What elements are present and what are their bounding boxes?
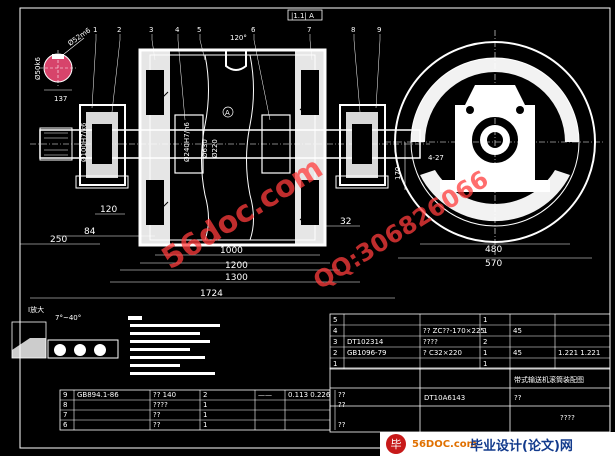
callout-8: 8 <box>351 26 355 34</box>
callout-leaders <box>91 34 381 121</box>
dim-570: 570 <box>485 259 502 269</box>
bom-right-cell: ?? ZC??-170×225 <box>423 327 485 335</box>
dim-1724: 1724 <box>200 289 223 299</box>
shaft-section-view <box>40 37 85 91</box>
bom-left-cell: 1 <box>203 401 207 409</box>
datum-a: A <box>225 109 230 117</box>
title-code: DT10A6143 <box>424 394 465 402</box>
callout-4: 4 <box>175 26 180 34</box>
dim-250: 250 <box>50 235 67 245</box>
dim-120: 120 <box>100 205 117 215</box>
bom-right-cell: 2 <box>333 349 337 357</box>
technical-notes <box>128 316 220 375</box>
bom-left-cell: ?? <box>338 421 346 429</box>
detail-angle: 7°~40° <box>55 314 81 322</box>
shaft-dia: Ø220 <box>211 139 219 158</box>
bom-right-cell: 3 <box>333 338 337 346</box>
footer-banner: 毕 56DOC.com 毕业设计(论文)网 <box>380 432 615 456</box>
bom-left-cell: 1 <box>203 411 207 419</box>
bom-left-cell: ?? <box>338 401 346 409</box>
detail-label: I放大 <box>28 305 44 314</box>
drum-side-view <box>385 30 605 259</box>
callout-3: 3 <box>149 26 153 34</box>
dim-1300: 1300 <box>225 273 248 283</box>
callout-2: 2 <box>117 26 121 34</box>
callout-7: 7 <box>307 26 311 34</box>
bom-left-cell: ?? <box>153 411 161 419</box>
footer-site: 56DOC.com <box>412 438 478 450</box>
bom-left-cell: 9 <box>63 391 67 399</box>
fit-label-2: Ø240H7/h6 <box>183 122 191 162</box>
detail-view <box>11 321 119 359</box>
bom-left-cell: 1 <box>203 421 207 429</box>
shaft-dia-2: Ø630 <box>201 139 209 158</box>
dim-84: 84 <box>84 227 96 237</box>
datum-a-marker <box>222 106 234 118</box>
callout-5: 5 <box>197 26 201 34</box>
dim-137: 137 <box>54 95 67 103</box>
drum-front-view <box>30 48 430 247</box>
bom-right-cell: 1 <box>483 316 487 324</box>
bom-right-cell: DT102314 <box>347 338 384 346</box>
bom-left-cell: —— <box>258 391 272 399</box>
bom-right-cell: 1 <box>483 349 487 357</box>
bom-left-table: 9 GB894.1-86 ?? 140 2 —— 0.113 0.226?? 8???? 1?… <box>59 389 346 431</box>
bom-left-cell: ?? 140 <box>153 391 176 399</box>
bom-right-cell: 2 <box>483 338 487 346</box>
dim-480: 480 <box>485 245 502 255</box>
bom-right-cell: ? C32×220 <box>423 349 462 357</box>
fit-label-1: Ø100H7/k6 <box>80 122 88 162</box>
footer-brand: 毕业设计(论文)网 <box>470 438 573 454</box>
bom-right-cell: 1 <box>333 360 337 368</box>
bom-right-cell: 45 <box>513 349 522 357</box>
bom-right-frame <box>329 313 611 370</box>
angle-dim: 120° <box>230 34 247 42</box>
bom-left-cell: ?? <box>153 421 161 429</box>
callout-6: 6 <box>251 26 256 34</box>
dimension-lines <box>20 213 395 299</box>
bom-left-cell: 0.113 0.226 <box>288 391 331 399</box>
dim-170: 170 <box>394 167 402 180</box>
dim-1000: 1000 <box>220 246 243 256</box>
bom-right-cell: 45 <box>513 327 522 335</box>
bom-right-cell: 5 <box>333 316 337 324</box>
callout-9: 9 <box>377 26 381 34</box>
scale-text: ???? <box>560 414 575 422</box>
dim-d-left: Ø50k6 <box>34 57 42 80</box>
tolerance-frame <box>287 9 323 21</box>
site-logo-icon: 毕 <box>386 434 406 454</box>
title-block <box>329 367 611 433</box>
dim-4x27: 4-27 <box>428 154 444 162</box>
bom-right-cell: ???? <box>423 338 438 346</box>
dim-d-top: Ø52m6 <box>67 26 93 48</box>
title-text: 带式输送机滚筒装配图 <box>514 375 584 384</box>
bom-left-cell: 7 <box>63 411 67 419</box>
title-sub: ?? <box>514 394 522 402</box>
bom-right-cell: 4 <box>333 327 338 335</box>
dim-1200: 1200 <box>225 261 248 271</box>
bom-right-cell: 1 <box>483 360 487 368</box>
tolerance-text: |1.1| A <box>291 12 314 20</box>
sheet-border <box>19 7 611 449</box>
bom-right-cell: 1 <box>483 327 487 335</box>
bom-right-cell: GB1096-79 <box>347 349 386 357</box>
callout-1: 1 <box>93 26 97 34</box>
dim-32: 32 <box>340 217 351 227</box>
bom-left-cell: 6 <box>63 421 68 429</box>
bom-left-cell: ?? <box>338 391 346 399</box>
bom-left-cell: ???? <box>153 401 168 409</box>
bom-left-cell: GB894.1-86 <box>77 391 119 399</box>
bom-left-cell: 8 <box>63 401 67 409</box>
bom-left-cell: 2 <box>203 391 207 399</box>
bom-right-cell: 1.221 1.221 <box>558 349 600 357</box>
